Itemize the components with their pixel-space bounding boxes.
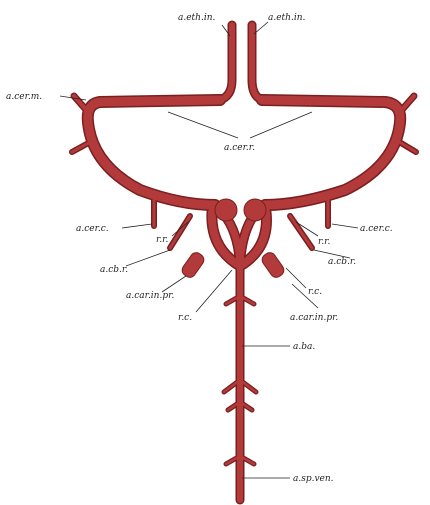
label-sp-ven: a.sp.ven. — [293, 474, 334, 484]
cerebellar-branch-left — [170, 216, 190, 248]
label-eth-in-right: a.eth.in. — [268, 13, 306, 23]
labels: a.eth.in. a.eth.in. a.cer.m. a.cer.r. a.… — [6, 13, 393, 484]
label-cer-c-right: a.cer.c. — [360, 224, 393, 234]
carotid-coil-left — [215, 199, 237, 221]
carotid-process-stub-right — [260, 250, 286, 279]
cerebellar-branch-right — [290, 216, 312, 248]
label-ba: a.ba. — [293, 342, 315, 352]
label-cer-r: a.cer.r. — [224, 143, 255, 153]
label-cb-r-right: a.cb.r. — [328, 257, 356, 267]
label-cb-r-left: a.cb.r. — [100, 265, 128, 275]
label-rr-left: r.r. — [156, 235, 168, 245]
label-rc-right: r.c. — [308, 287, 322, 297]
label-eth-in-left: a.eth.in. — [178, 13, 216, 23]
carotid-coil-right — [244, 199, 266, 221]
middle-cerebral-branch-right — [400, 96, 414, 112]
label-rc-left: r.c. — [178, 313, 192, 323]
label-cer-m: a.cer.m. — [6, 92, 42, 102]
label-car-in-pr-left: a.car.in.pr. — [126, 291, 174, 301]
ethmoidal-artery-left — [220, 25, 232, 100]
carotid-process-stub-left — [180, 250, 206, 279]
label-cer-c-left: a.cer.c. — [76, 224, 109, 234]
label-rr-right: r.r. — [318, 237, 330, 247]
label-car-in-pr-right: a.car.in.pr. — [290, 313, 338, 323]
